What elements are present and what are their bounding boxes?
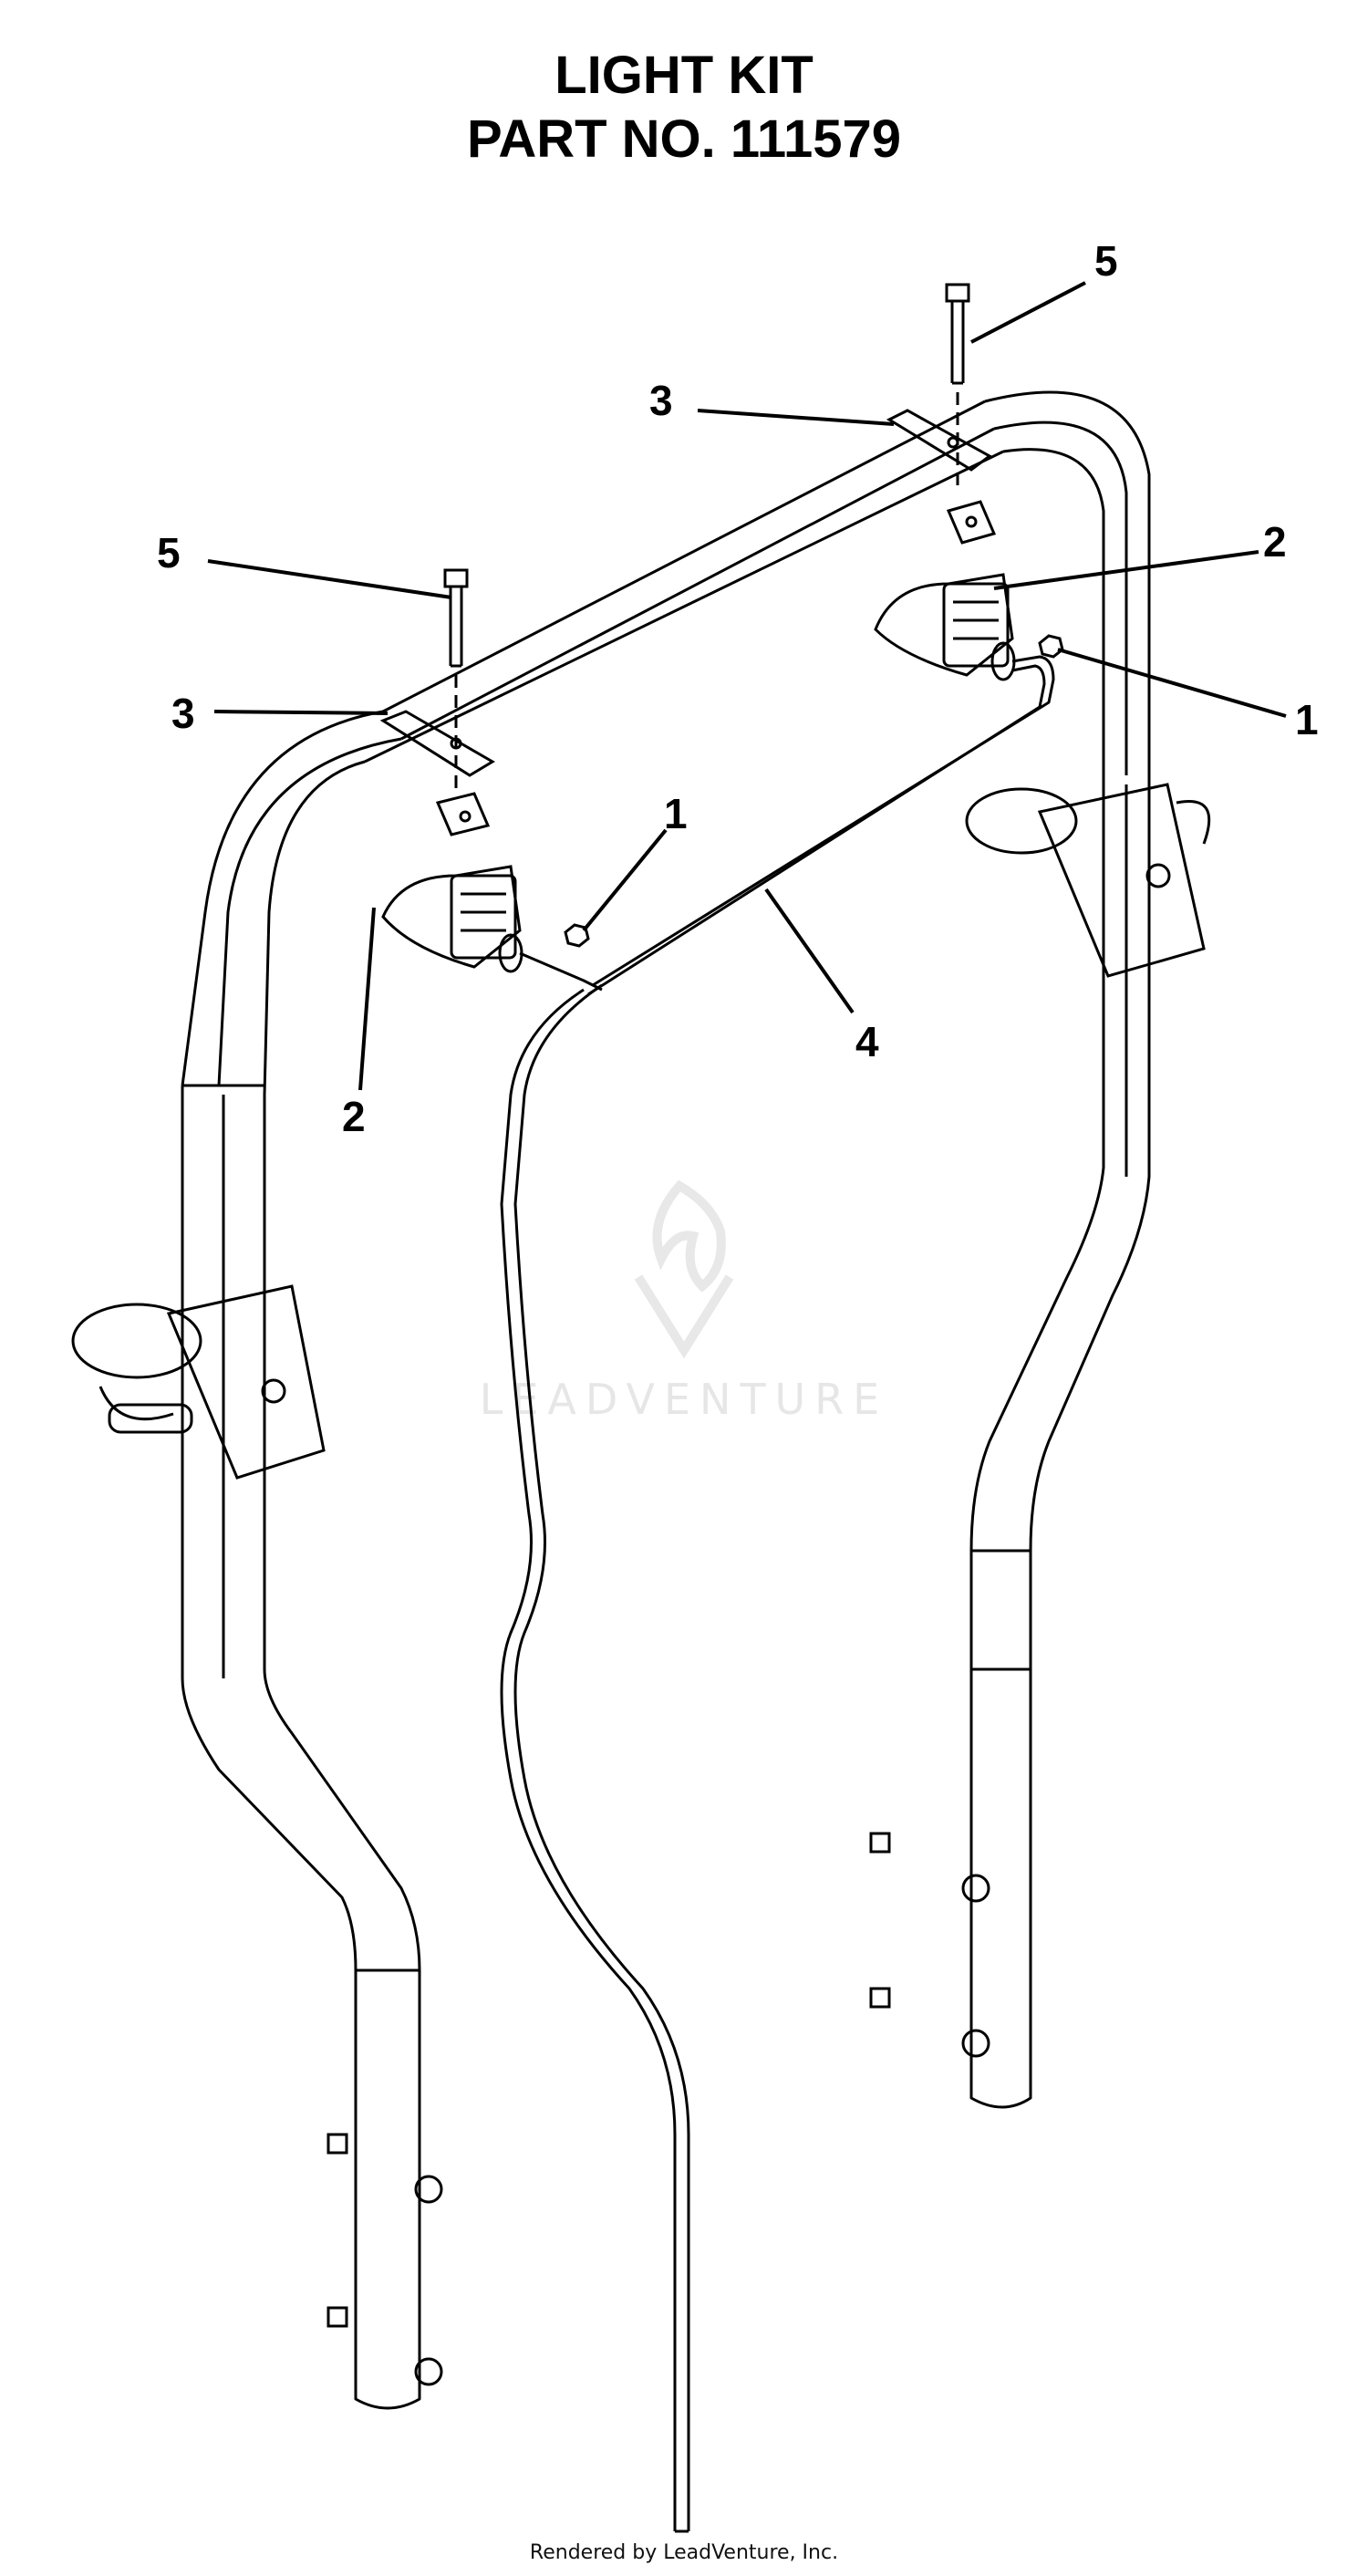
callout-5-left: 5 [157,529,181,576]
callout-1-right: 1 [1295,696,1319,743]
nut-right [1038,634,1064,659]
nut-left [564,923,590,948]
flame-logo-icon [634,1179,734,1359]
footer-credit: Rendered by LeadVenture, Inc. [529,2541,839,2564]
callout-3-left: 3 [171,690,195,737]
roll-bar-frame [181,390,1151,2410]
callout-labels: 5 3 2 1 5 3 1 2 4 [157,237,1319,1140]
callout-2-left: 2 [342,1093,366,1140]
callout-5-top: 5 [1094,237,1118,285]
watermark-text: LEADVENTURE [480,1375,889,1424]
mounting-bracket-left [379,710,495,836]
wire-harness [500,655,1055,2533]
callout-3-top: 3 [649,377,673,424]
callout-2-right: 2 [1263,518,1287,566]
callout-4: 4 [855,1018,879,1065]
left-upright-bolts [326,2133,443,2386]
callout-1-left: 1 [664,790,688,837]
right-upright-bolts [869,1832,990,2058]
lamp-left [381,865,523,973]
title-line-2: PART NO. 111579 [466,109,902,169]
leader-lines [207,281,1287,1091]
diagram-title: LIGHT KIT PART NO. 111579 [0,44,1368,171]
lamp-right [874,573,1016,681]
bolt-left [443,568,469,794]
left-hinge-bracket [71,1284,326,1480]
leadventure-watermark: LEADVENTURE [480,1179,889,1424]
bolt-top [945,283,970,493]
right-hinge-bracket [965,783,1211,978]
title-line-1: LIGHT KIT [554,46,814,105]
